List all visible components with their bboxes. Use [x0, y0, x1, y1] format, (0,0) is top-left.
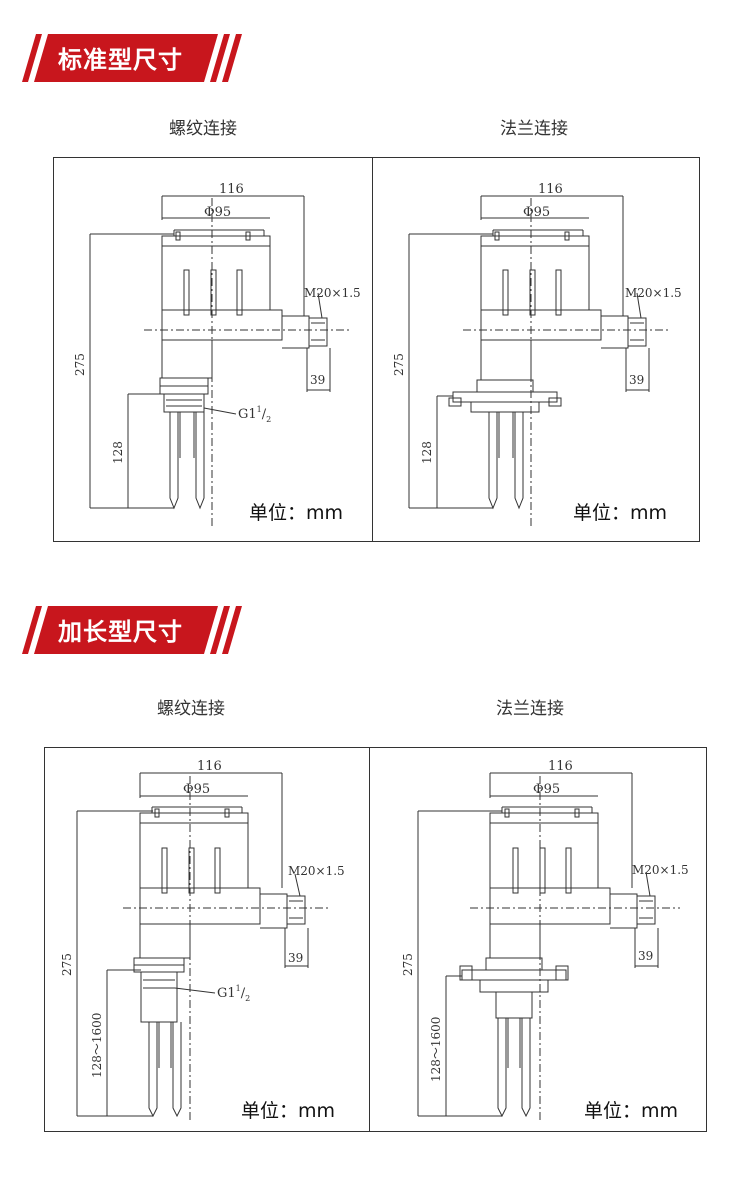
- dim-gland: 39: [310, 373, 325, 387]
- subtitle-flange: 法兰连接: [496, 699, 564, 719]
- dim-gland: 39: [288, 951, 303, 965]
- section-title: 加长型尺寸: [58, 618, 183, 646]
- unit-label: 单位：mm: [573, 502, 668, 524]
- subtitle-thread: 螺纹连接: [169, 119, 237, 139]
- dim-cable-thread: M20×1.5: [304, 286, 361, 300]
- svg-text:G11/2: G11/2: [238, 405, 271, 424]
- section-header-extended: 加长型尺寸: [22, 606, 252, 654]
- svg-text:G11/2: G11/2: [217, 984, 250, 1003]
- unit-label: 单位：mm: [584, 1100, 679, 1122]
- dim-width: 116: [219, 182, 244, 197]
- dim-cable-thread: M20×1.5: [632, 863, 689, 877]
- dim-width: 116: [548, 759, 573, 774]
- banner-shape: [22, 606, 242, 654]
- thread-sub: 2: [266, 415, 271, 424]
- dim-height: 275: [60, 953, 74, 976]
- dim-cable-thread: M20×1.5: [288, 864, 345, 878]
- thread-sup: 1: [236, 984, 241, 993]
- thread-size: G1: [217, 986, 236, 1001]
- dim-cable-thread: M20×1.5: [625, 286, 682, 300]
- thread-sup: 1: [257, 405, 262, 414]
- dim-fork: 128～1600: [90, 1013, 104, 1078]
- dim-phi: Φ95: [204, 205, 231, 220]
- dim-fork: 128: [111, 441, 125, 464]
- drawing-extended-thread: 116 Φ95 M20×1.5 39 G11/2 275: [44, 747, 370, 1132]
- drawing-standard-flange: 116 Φ95 M20×1.5 39 275 128: [372, 157, 700, 542]
- dim-width: 116: [538, 182, 563, 197]
- dim-height: 275: [401, 953, 415, 976]
- dim-fork: 128～1600: [429, 1017, 443, 1082]
- dim-height: 275: [392, 353, 406, 376]
- unit-label: 单位：mm: [241, 1100, 336, 1122]
- dim-phi: Φ95: [533, 782, 560, 797]
- unit-label: 单位：mm: [249, 502, 344, 524]
- thread-size: G1: [238, 407, 257, 422]
- dim-gland: 39: [629, 373, 644, 387]
- banner-shape: [22, 34, 242, 82]
- dim-phi: Φ95: [523, 205, 550, 220]
- dim-width: 116: [197, 759, 222, 774]
- subtitle-thread: 螺纹连接: [157, 699, 225, 719]
- drawing-extended-flange: 116 Φ95 M20×1.5 39 275 128～160: [369, 747, 707, 1132]
- dim-height: 275: [73, 353, 87, 376]
- thread-sub: 2: [245, 994, 250, 1003]
- section-header-standard: 标准型尺寸: [22, 34, 252, 82]
- section-title: 标准型尺寸: [58, 46, 183, 74]
- subtitle-flange: 法兰连接: [500, 119, 568, 139]
- dim-gland: 39: [638, 949, 653, 963]
- dim-phi: Φ95: [183, 782, 210, 797]
- dim-fork: 128: [420, 441, 434, 464]
- drawing-standard-thread: 116 Φ95 M20×1.5 39: [53, 157, 373, 542]
